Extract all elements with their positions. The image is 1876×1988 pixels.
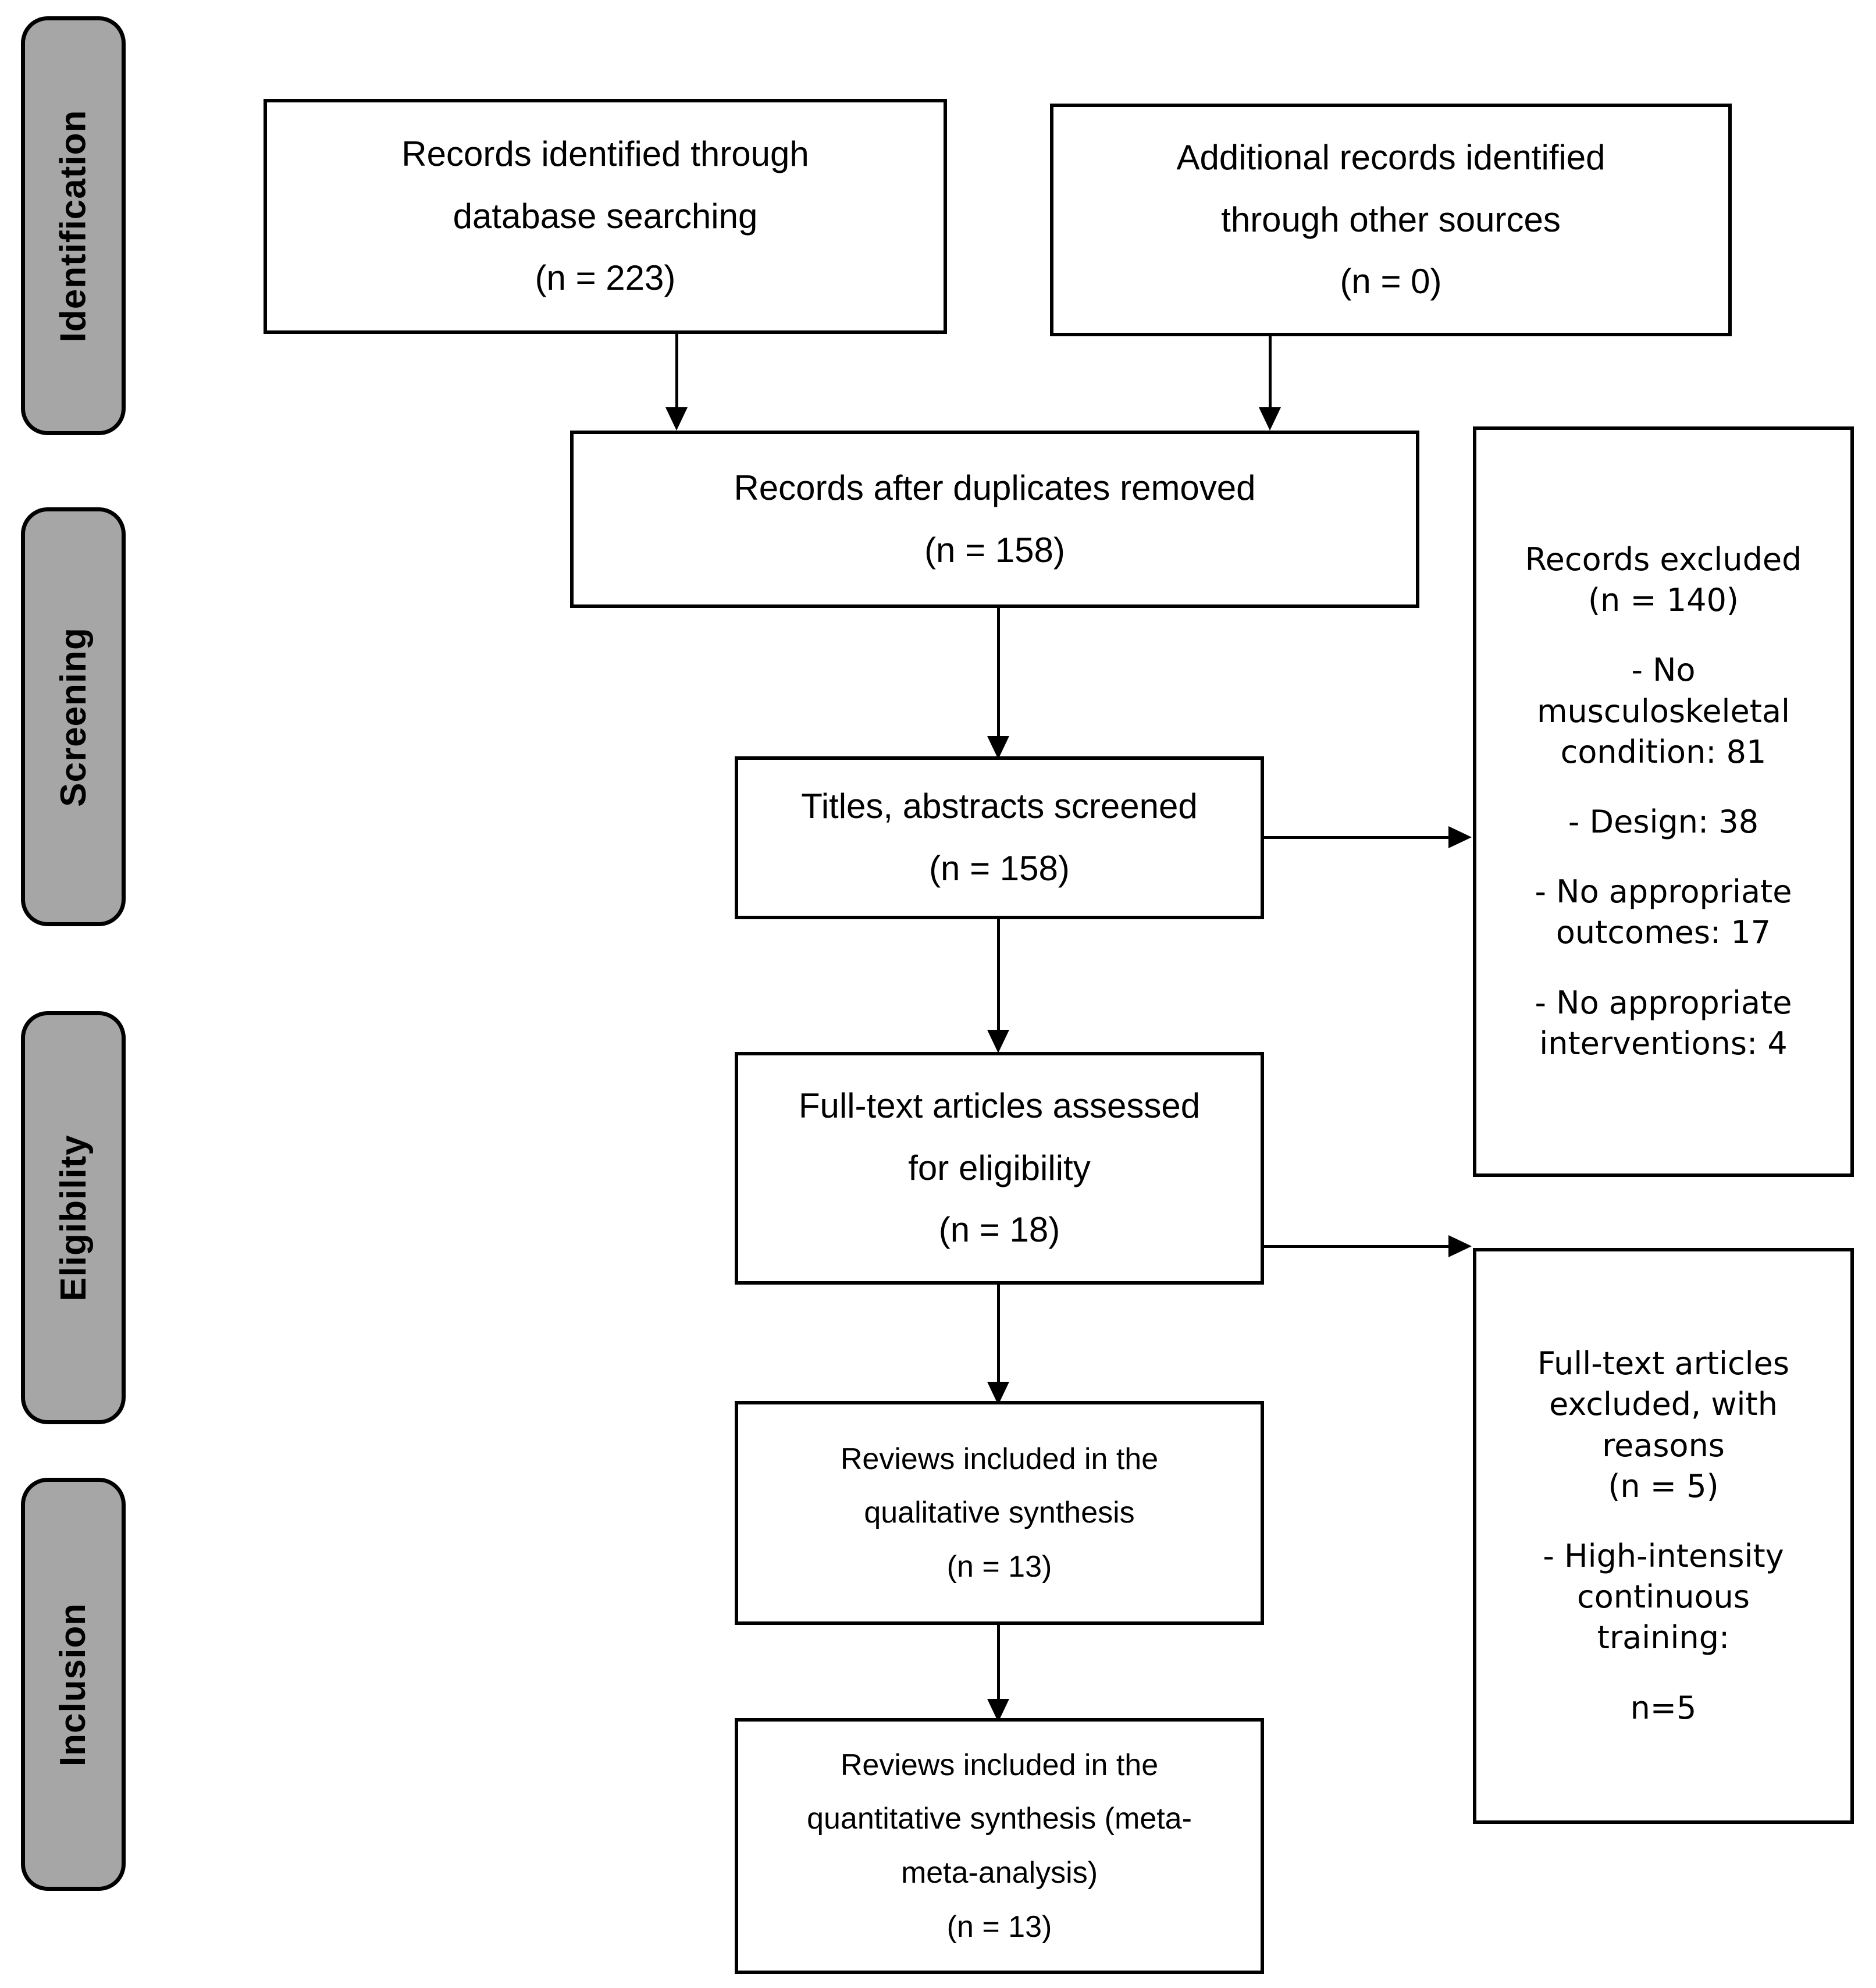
- box-quantitative-synthesis-line-1: Reviews included in the: [840, 1748, 1159, 1782]
- box-records-excluded-line-7: - No appropriate: [1535, 873, 1792, 911]
- box-qualitative-synthesis-line-3: (n = 13): [946, 1549, 1052, 1584]
- connector-screened-to-fulltext: [997, 919, 1000, 1036]
- box-records-excluded-line-4: musculoskeletal: [1536, 692, 1790, 730]
- connector-fulltext-to-excluded: [1264, 1245, 1450, 1248]
- box-fulltext-excluded-line-6: continuous: [1577, 1578, 1750, 1616]
- box-quantitative-synthesis-line-2: quantitative synthesis (meta-: [807, 1802, 1192, 1836]
- arrowhead-database-to-duplicates: [665, 407, 688, 431]
- box-fulltext-excluded-line-5: - High-intensity: [1543, 1538, 1784, 1574]
- box-records-excluded: Records excluded (n = 140) - No musculos…: [1473, 426, 1854, 1177]
- stage-inclusion-label: Inclusion: [53, 1602, 94, 1766]
- box-titles-screened-line-2: (n = 158): [929, 849, 1070, 888]
- box-fulltext-assessed: Full-text articles assessed for eligibil…: [735, 1052, 1264, 1285]
- box-fulltext-excluded-line-1: Full-text articles: [1537, 1345, 1790, 1382]
- box-titles-screened-line-1: Titles, abstracts screened: [801, 787, 1198, 826]
- box-qualitative-synthesis: Reviews included in the qualitative synt…: [735, 1401, 1264, 1625]
- stage-eligibility: Eligibility: [21, 1011, 126, 1424]
- box-database-search-line-1: Records identified through: [401, 134, 809, 173]
- box-fulltext-excluded: Full-text articles excluded, with reason…: [1473, 1248, 1854, 1824]
- box-other-sources-line-1: Additional records identified: [1176, 137, 1606, 177]
- box-database-search-line-3: (n = 223): [535, 258, 676, 298]
- stage-identification-label: Identification: [53, 109, 94, 342]
- box-records-excluded-line-6: - Design: 38: [1568, 803, 1759, 840]
- box-fulltext-assessed-line-2: for eligibility: [908, 1148, 1091, 1187]
- arrowhead-screened-to-fulltext: [987, 1030, 1009, 1053]
- box-other-sources-line-2: through other sources: [1221, 200, 1561, 239]
- box-titles-screened: Titles, abstracts screened (n = 158): [735, 756, 1264, 919]
- box-records-excluded-line-5: condition: 81: [1560, 733, 1767, 770]
- box-duplicates-removed: Records after duplicates removed (n = 15…: [570, 431, 1419, 608]
- arrowhead-other-to-duplicates: [1259, 407, 1281, 431]
- stage-screening: Screening: [21, 507, 126, 926]
- box-fulltext-excluded-line-3: reasons: [1602, 1427, 1725, 1464]
- box-records-excluded-line-2: (n = 140): [1587, 582, 1739, 619]
- box-quantitative-synthesis-line-4: (n = 13): [946, 1909, 1052, 1944]
- connector-database-to-duplicates: [675, 334, 678, 410]
- arrowhead-screened-to-excluded: [1448, 826, 1472, 848]
- box-qualitative-synthesis-line-1: Reviews included in the: [840, 1442, 1159, 1476]
- box-fulltext-assessed-line-1: Full-text articles assessed: [798, 1086, 1201, 1125]
- box-records-excluded-line-1: Records excluded: [1525, 541, 1802, 578]
- connector-qualitative-to-quantitative: [997, 1625, 1000, 1706]
- box-records-excluded-line-8: outcomes: 17: [1555, 914, 1771, 951]
- connector-other-to-duplicates: [1269, 336, 1272, 410]
- connector-screened-to-excluded: [1264, 836, 1450, 839]
- box-database-search: Records identified through database sear…: [264, 99, 947, 334]
- arrowhead-duplicates-to-screened: [987, 736, 1009, 759]
- box-duplicates-removed-line-1: Records after duplicates removed: [734, 468, 1256, 507]
- box-fulltext-excluded-line-8: n=5: [1630, 1689, 1697, 1726]
- arrowhead-fulltext-to-excluded: [1448, 1235, 1472, 1257]
- box-quantitative-synthesis: Reviews included in the quantitative syn…: [735, 1718, 1264, 1974]
- box-database-search-line-2: database searching: [453, 196, 758, 236]
- box-duplicates-removed-line-2: (n = 158): [924, 530, 1065, 570]
- box-other-sources: Additional records identified through ot…: [1050, 104, 1732, 336]
- stage-eligibility-label: Eligibility: [53, 1134, 94, 1301]
- box-records-excluded-line-10: interventions: 4: [1539, 1025, 1788, 1062]
- box-qualitative-synthesis-line-2: qualitative synthesis: [864, 1496, 1135, 1530]
- connector-fulltext-to-qualitative: [997, 1285, 1000, 1389]
- box-fulltext-excluded-line-4: (n = 5): [1608, 1467, 1719, 1505]
- box-fulltext-excluded-line-7: training:: [1597, 1619, 1730, 1656]
- stage-screening-label: Screening: [53, 627, 94, 807]
- stage-identification: Identification: [21, 16, 126, 435]
- box-fulltext-excluded-line-2: excluded, with: [1549, 1386, 1778, 1423]
- connector-duplicates-to-screened: [997, 608, 1000, 742]
- box-records-excluded-line-3: - No: [1631, 652, 1696, 689]
- box-other-sources-line-3: (n = 0): [1340, 262, 1442, 301]
- box-records-excluded-line-9: - No appropriate: [1535, 984, 1792, 1021]
- box-fulltext-assessed-line-3: (n = 18): [938, 1210, 1060, 1250]
- stage-inclusion: Inclusion: [21, 1478, 126, 1891]
- box-quantitative-synthesis-line-3: meta-analysis): [900, 1856, 1098, 1890]
